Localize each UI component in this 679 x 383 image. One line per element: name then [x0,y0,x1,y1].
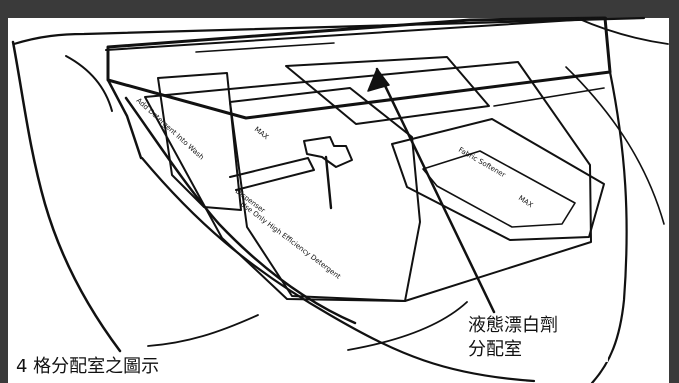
tray-bottom-edge [140,156,536,383]
washer-outer-curve-left [12,16,646,46]
figure-caption: 4 格分配室之圖示 [14,356,162,378]
washer-bottom-curve [147,314,259,347]
right-frame-band [669,0,679,383]
tray-top-label: Add Detergent Into Wash [135,97,206,162]
dispenser-stem [324,155,333,210]
callout-label: 液態漂白劑 分配室 [466,314,608,362]
callout-arrow-line [375,67,496,314]
washer-body-left [11,40,122,353]
washer-inner-left [65,55,113,112]
dispenser-left-side [106,78,143,160]
compartment-right-inner [422,150,576,228]
tray-inner-rim [144,61,592,302]
dispenser-handle [303,136,353,168]
washer-bottom-right [347,301,468,351]
callout-line-1: 液態漂白劑 [468,315,558,336]
separator-right [493,87,605,107]
compartment-large [229,87,421,302]
max-label-left: MAX [253,125,270,141]
callout-line-2: 分配室 [468,339,522,360]
separator-top [195,42,335,53]
max-label-right: MAX [517,194,535,209]
tray-arm [229,157,315,191]
top-frame-band [0,0,679,18]
washer-right-inner [565,66,665,225]
compartment-top [285,56,490,125]
compartment-right [391,118,605,241]
left-frame-band [0,0,8,383]
compartment-left [157,72,242,211]
washer-right-curve [576,17,669,45]
dispenser-rim-top [105,17,607,51]
callout-arrow-head [367,68,390,92]
